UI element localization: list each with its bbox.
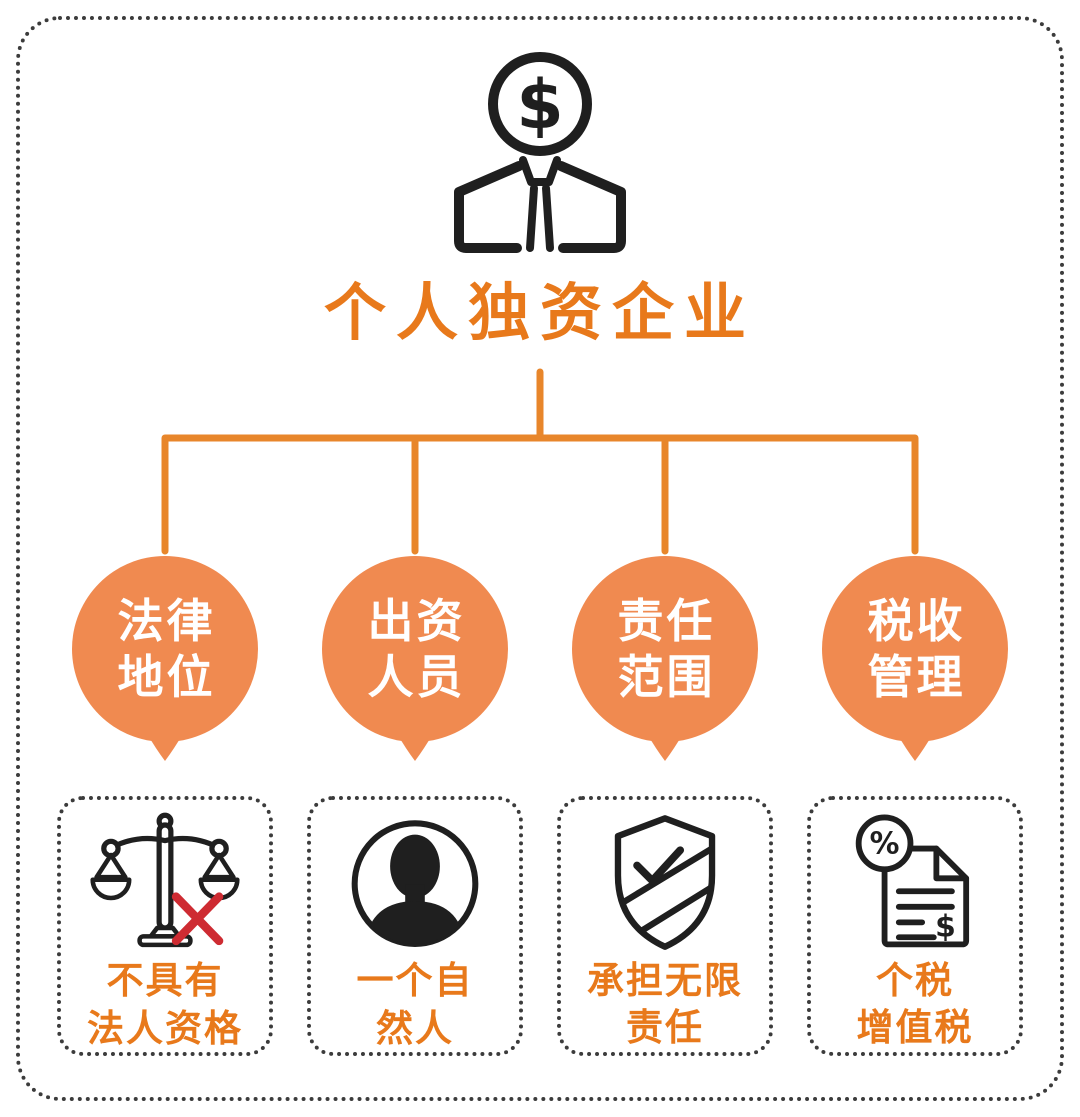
detail-text: 不具有 法人资格 [87,957,243,1052]
bubble-line-2: 人员 [367,651,466,703]
bubble-line-1: 法律 [117,594,216,647]
person-silhouette-icon [351,820,479,947]
bubble-line-2: 地位 [117,651,216,703]
bubble-line-1: 责任 [617,594,716,647]
bubble-tail [646,732,684,761]
bubble-line-2: 管理 [867,651,966,703]
page-title: 个人独资企业 [323,279,756,348]
shield-check-icon [614,815,716,950]
balance-scale-crossed-icon [90,812,240,948]
detail-text: 个税 增值税 [857,957,974,1052]
content: $ 个人独资企业 法律 地位 [40,52,1040,1056]
bubble-line-1: 税收 [867,594,966,647]
dollar-sign: $ [935,910,956,945]
bubble-label: 税收 管理 [822,556,1008,742]
branch-liability-scope: 责任 范围 [540,556,790,1056]
percent-sign: % [870,827,900,862]
branches-row: 法律 地位 [40,556,1040,1056]
detail-line-1: 一个自 [356,960,474,1002]
detail-line-1: 个税 [876,960,954,1001]
detail-card-tax-management: $ % 个税 增值税 [807,796,1023,1056]
bubble-liability-scope: 责任 范围 [572,556,758,762]
bubble-legal-status: 法律 地位 [72,556,258,762]
bubble-label: 责任 范围 [572,556,758,742]
branch-legal-status: 法律 地位 [40,556,290,1056]
detail-text: 承担无限 责任 [587,957,743,1052]
connector-lines [161,368,919,555]
branch-tax-management: 税收 管理 $ % [790,556,1040,1056]
tax-invoice-icon: $ % [855,814,970,948]
bubble-label: 出资 人员 [322,556,508,742]
dollar-sign: $ [516,66,563,145]
bubble-tail [146,732,184,761]
businessman-dollar-icon: $ [454,52,626,253]
detail-line-2: 增值税 [856,1007,974,1049]
detail-line-2: 法人资格 [87,1007,243,1049]
red-cross-icon [171,892,224,946]
branch-investors: 出资 人员 [290,556,540,1056]
bubble-line-1: 出资 [367,594,466,647]
detail-text: 一个自 然人 [357,957,474,1052]
detail-card-liability-scope: 承担无限 责任 [557,796,773,1056]
detail-card-legal-status: 不具有 法人资格 [57,796,273,1056]
detail-line-1: 承担无限 [587,960,743,1001]
detail-line-1: 不具有 [106,960,224,1002]
bubble-tax-management: 税收 管理 [822,556,1008,762]
bubble-label: 法律 地位 [72,556,258,742]
bubble-tail [396,732,434,761]
detail-line-2: 责任 [626,1007,704,1049]
bubble-tail [896,732,934,761]
bubble-line-2: 范围 [617,651,716,703]
detail-card-investors: 一个自 然人 [307,796,523,1056]
detail-line-2: 然人 [376,1007,454,1049]
bubble-investors: 出资 人员 [322,556,508,762]
